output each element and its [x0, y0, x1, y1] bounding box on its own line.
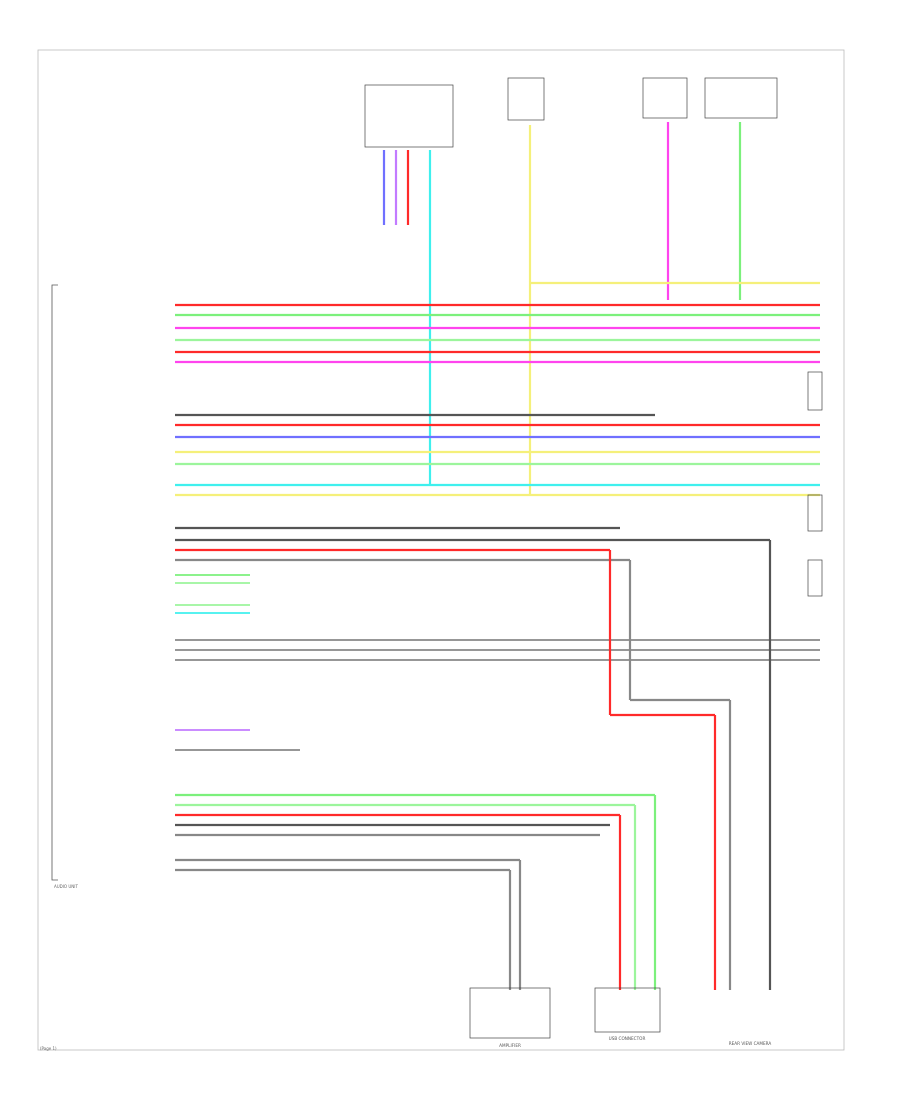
bottom-connectors [469, 371, 823, 1039]
top-wires [382, 122, 742, 495]
main-bus [175, 281, 820, 562]
page-label: (Page 1) [40, 1046, 57, 1051]
audio-unit-bracket [51, 284, 58, 881]
bottom-bus [175, 793, 655, 872]
top-connectors [364, 77, 778, 148]
outer-frame [37, 49, 845, 1051]
mid-bus [175, 574, 820, 751]
amplifier-label: AMPLIFIER [499, 1043, 521, 1048]
camera-label: REAR VIEW CAMERA [729, 1041, 772, 1046]
drops [508, 540, 772, 990]
audio-unit-label: AUDIO UNIT [54, 884, 78, 889]
usb-label: USB CONNECTOR [609, 1036, 646, 1041]
